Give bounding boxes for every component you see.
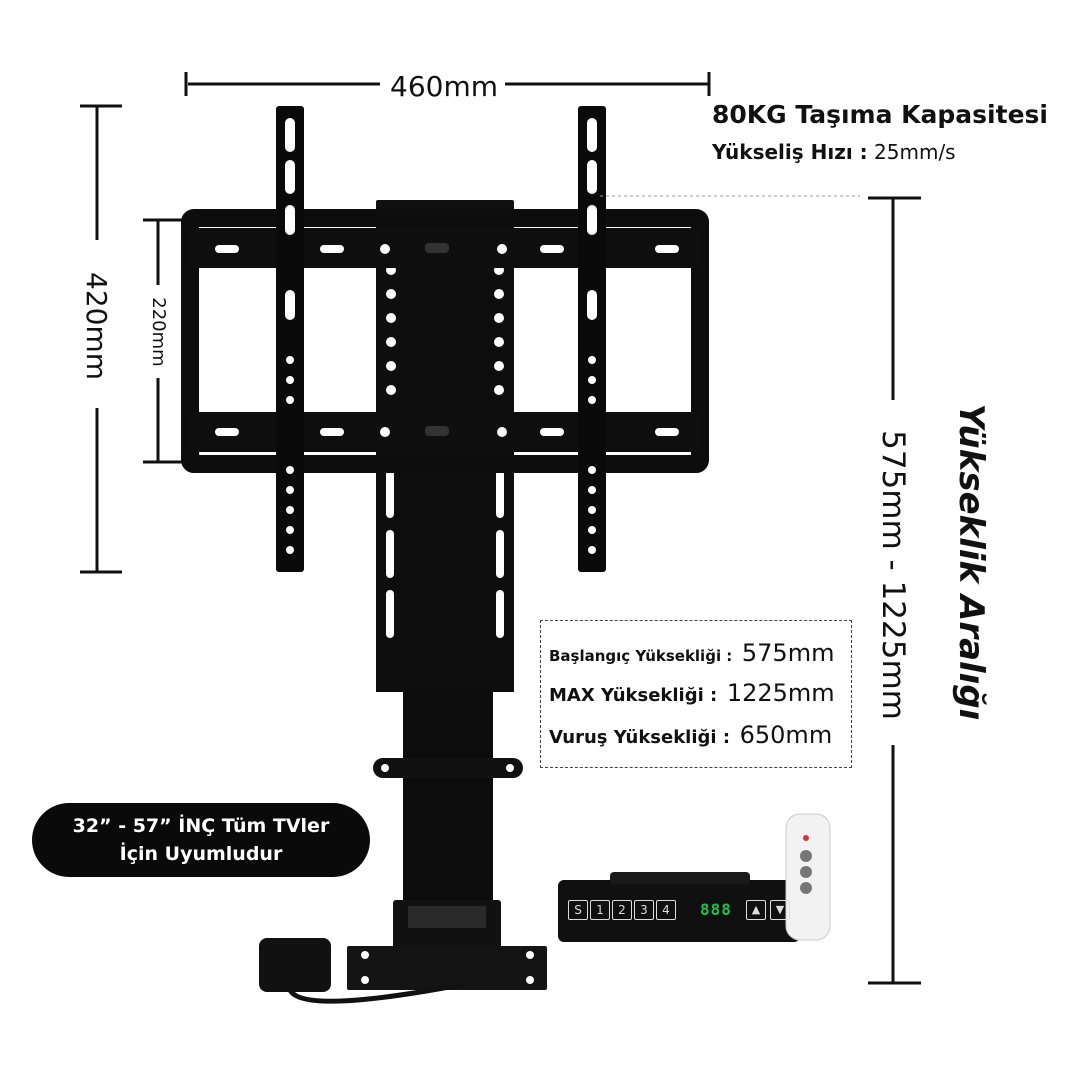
- dimension-lines: [80, 72, 921, 985]
- speed-info: Yükseliş Hızı : 25mm/s: [712, 140, 956, 164]
- key-2[interactable]: 2: [612, 900, 632, 920]
- height-range-label: 575mm - 1225mm: [875, 430, 911, 720]
- key-3[interactable]: 3: [634, 900, 654, 920]
- speed-label: Yükseliş Hızı :: [712, 140, 868, 164]
- load-capacity: 80KG Taşıma Kapasitesi: [712, 100, 1048, 129]
- side-title: Yükseklik Aralığı: [951, 403, 991, 721]
- side-bracket: [373, 758, 523, 778]
- inner-height-dimension-label: 220mm: [148, 297, 169, 367]
- control-keys: S 1 2 3 4: [568, 900, 676, 920]
- column-lower: [403, 690, 493, 905]
- base-plate: [347, 946, 547, 990]
- badge-line-1: 32” - 57” İNÇ Tüm TVler: [72, 815, 330, 837]
- key-1[interactable]: 1: [590, 900, 610, 920]
- vesa-arm-left: [276, 106, 304, 572]
- spec-label: Vuruş Yüksekliği :: [549, 727, 731, 748]
- height-dimension-label: 420mm: [80, 272, 113, 380]
- width-dimension-label: 460mm: [390, 70, 498, 103]
- power-supply: [259, 938, 331, 992]
- compatibility-badge: 32” - 57” İNÇ Tüm TVler İçin Uyumludur: [32, 803, 370, 877]
- spec-stroke-height: Vuruş Yüksekliği : 650mm: [549, 721, 832, 749]
- up-arrow-icon[interactable]: ▲: [746, 900, 766, 920]
- spec-value: 575mm: [741, 639, 835, 667]
- spec-value: 1225mm: [726, 679, 835, 707]
- badge-line-2: İçin Uyumludur: [119, 843, 283, 865]
- spec-value: 650mm: [739, 721, 833, 749]
- key-4[interactable]: 4: [656, 900, 676, 920]
- spec-label: MAX Yüksekliği :: [549, 685, 718, 706]
- vesa-arm-right: [578, 106, 606, 572]
- key-s[interactable]: S: [568, 900, 588, 920]
- spec-start-height: Başlangıç Yüksekliği : 575mm: [549, 639, 834, 667]
- down-arrow-icon[interactable]: ▼: [770, 900, 790, 920]
- spec-max-height: MAX Yüksekliği : 1225mm: [549, 679, 835, 707]
- speed-value: 25mm/s: [874, 140, 956, 164]
- spec-label: Başlangıç Yüksekliği :: [549, 647, 733, 665]
- control-panel: [558, 880, 800, 942]
- specs-box: Başlangıç Yüksekliği : 575mm MAX Yüksekl…: [540, 620, 852, 768]
- control-display: 888: [700, 900, 732, 919]
- mount-frame: [181, 209, 709, 473]
